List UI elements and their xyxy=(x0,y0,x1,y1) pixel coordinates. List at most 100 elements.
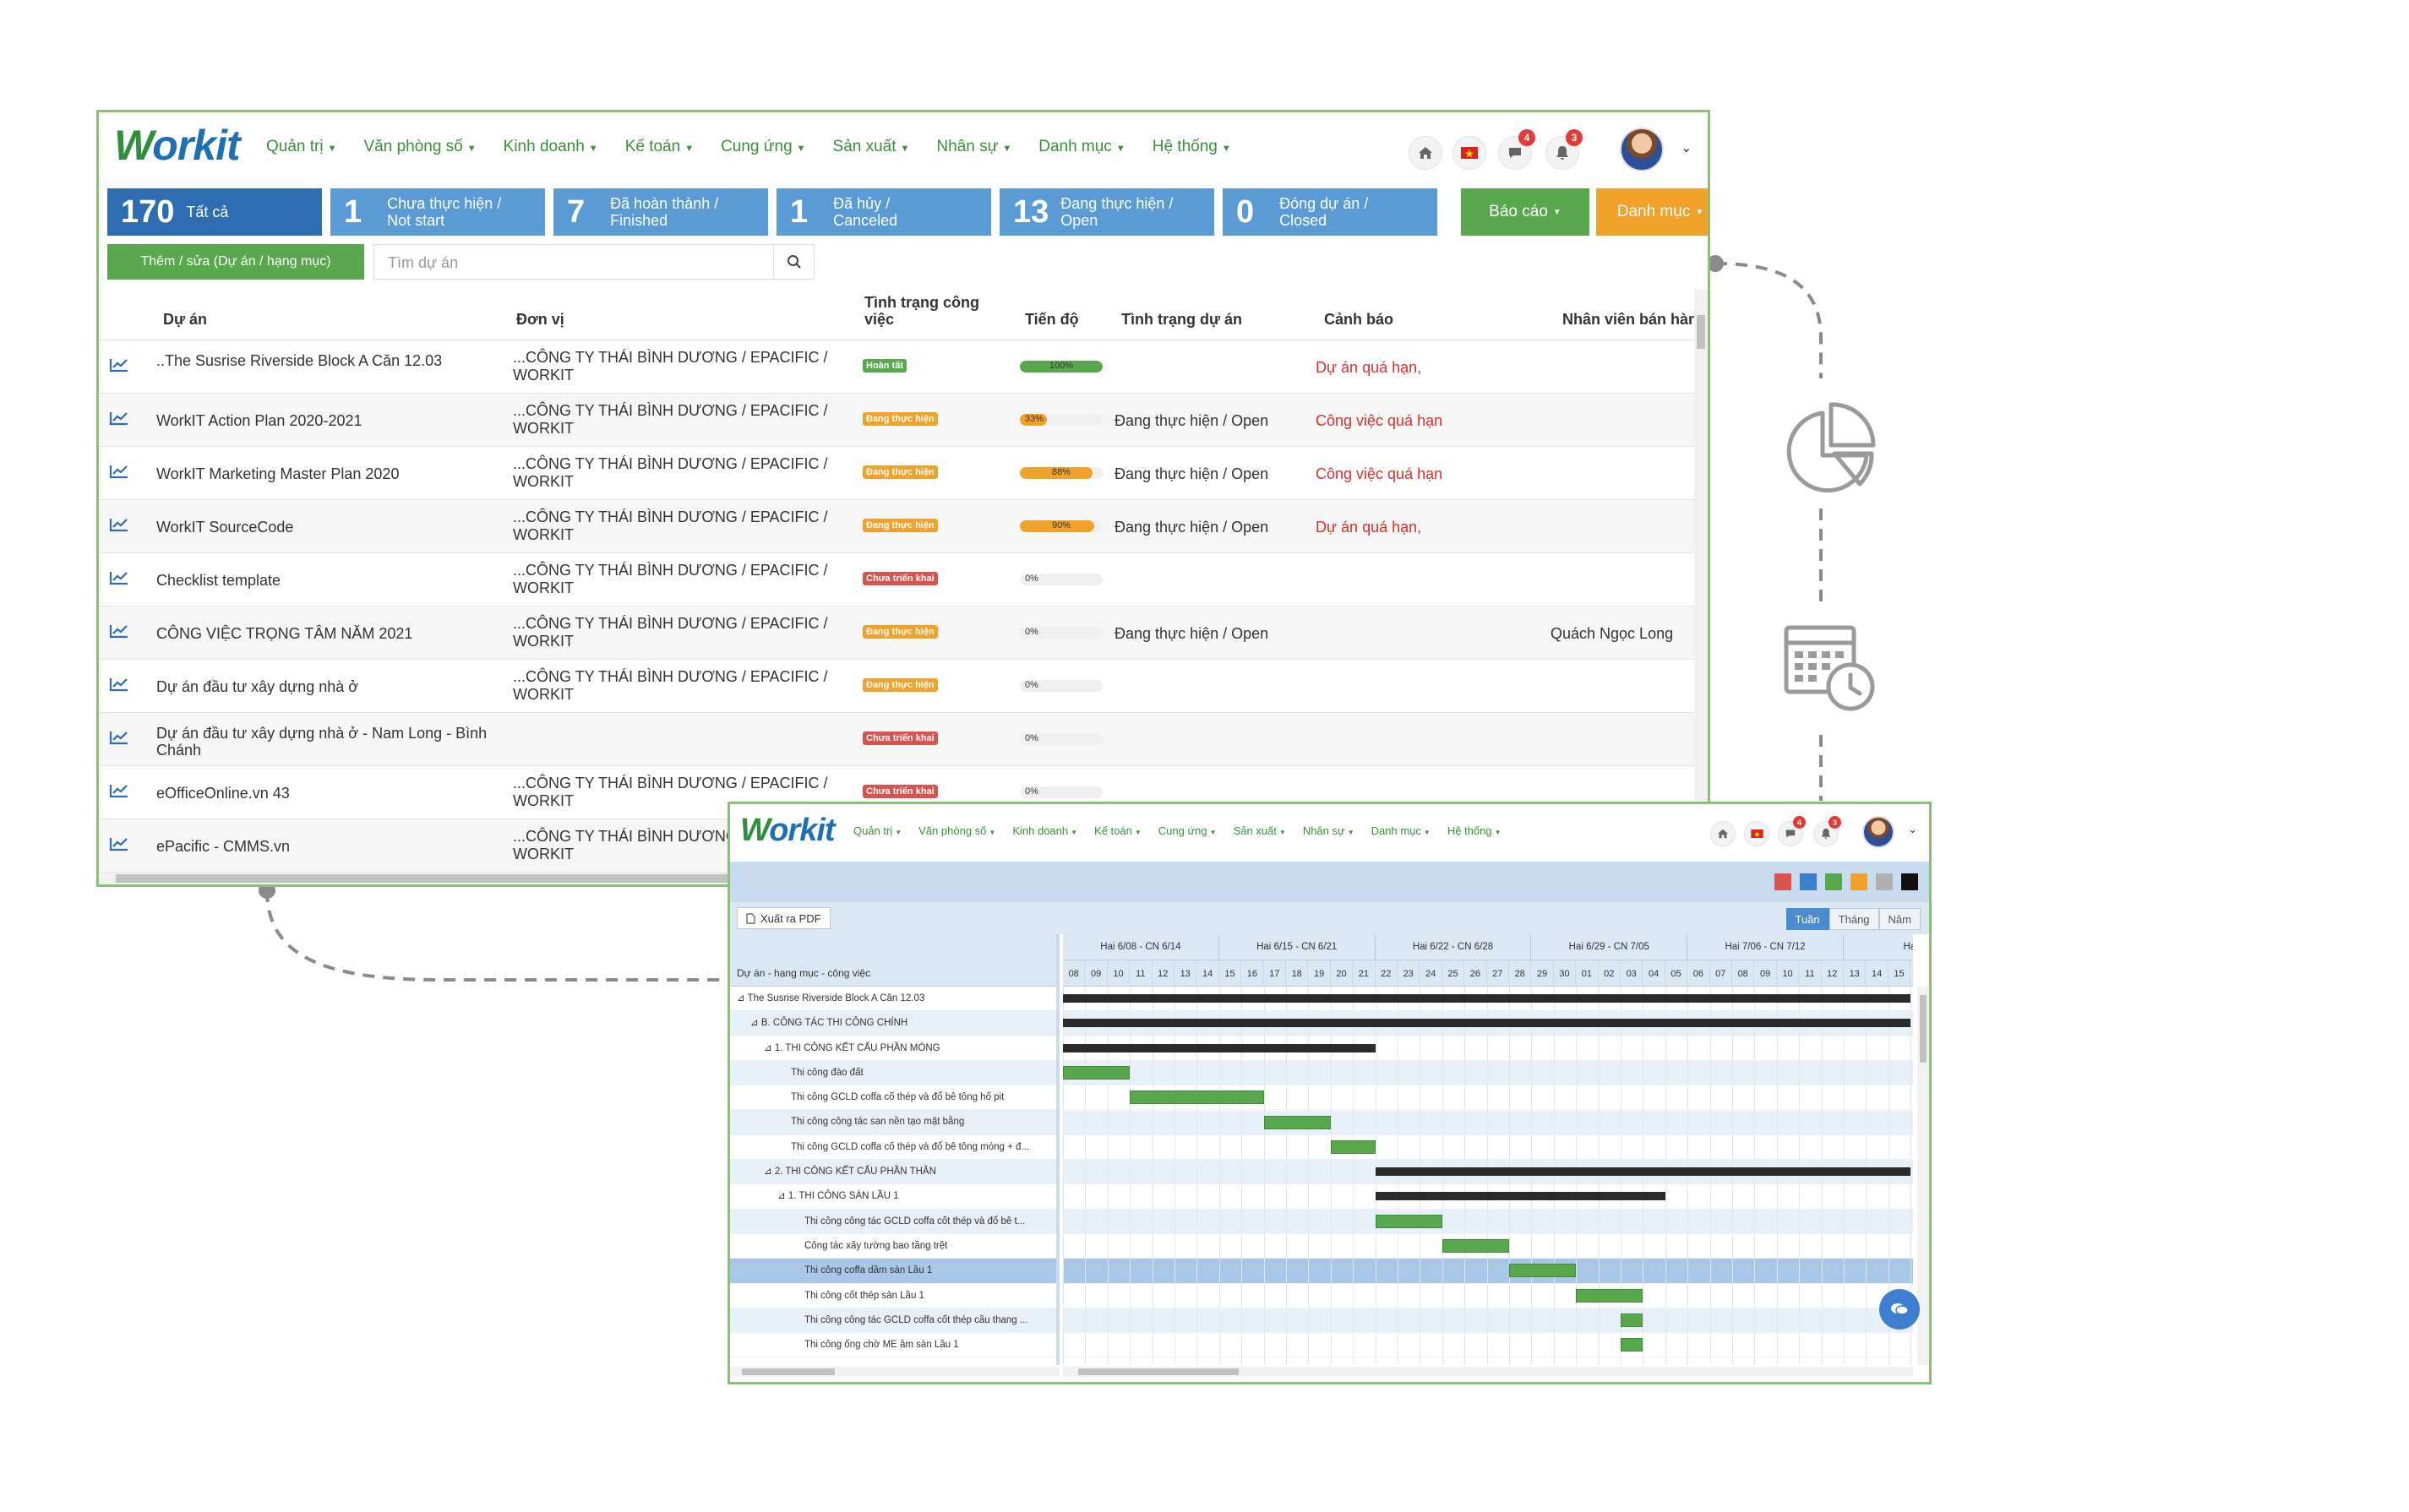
task-tree-row[interactable]: ⊿ 1. THI CÔNG SÀN LẦU 1 xyxy=(730,1184,1056,1210)
col-staff[interactable]: Nhân viên bán hàng xyxy=(1562,311,1708,328)
menu-ke-toan[interactable]: Kế toán▼ xyxy=(1094,824,1142,837)
menu-kinh-doanh[interactable]: Kinh doanh▼ xyxy=(503,138,598,155)
color-swatch-blue[interactable] xyxy=(1800,873,1817,890)
workit-logo[interactable]: Workit xyxy=(114,122,241,169)
task-tree-row[interactable]: Thi công công tác GCLD coffa cốt thép cầ… xyxy=(730,1308,1056,1334)
col-progress[interactable]: Tiến độ xyxy=(1025,311,1079,328)
color-swatch-black[interactable] xyxy=(1901,873,1918,890)
user-avatar[interactable] xyxy=(1620,128,1664,171)
search-icon[interactable] xyxy=(774,244,815,280)
vietnam-flag-icon[interactable] xyxy=(1452,136,1486,170)
task-tree-row[interactable]: Công tác xây tường bao tầng trệt xyxy=(730,1234,1056,1259)
home-icon[interactable] xyxy=(1710,821,1736,846)
project-name[interactable]: Checklist template xyxy=(156,572,281,589)
chat-bubble-icon[interactable] xyxy=(1879,1289,1920,1330)
search-input[interactable]: Tìm dự án xyxy=(373,244,774,280)
vietnam-flag-icon[interactable] xyxy=(1744,821,1769,846)
task-bar[interactable] xyxy=(1375,1214,1442,1228)
view-month-button[interactable]: Tháng xyxy=(1829,908,1879,930)
trend-chart-icon[interactable] xyxy=(109,570,129,585)
menu-van-phong-so[interactable]: Văn phòng số▼ xyxy=(918,824,996,837)
task-tree-row[interactable]: ⊿ B. CÔNG TÁC THI CÔNG CHÍNH xyxy=(730,1011,1056,1036)
task-bar[interactable] xyxy=(1442,1239,1509,1253)
table-row[interactable]: WorkIT SourceCode...CÔNG TY THÁI BÌNH DƯ… xyxy=(99,500,1696,553)
trend-chart-icon[interactable] xyxy=(109,730,129,745)
color-swatch-gray[interactable] xyxy=(1876,873,1893,890)
project-name[interactable]: Dự án đầu tư xây dựng nhà ở xyxy=(156,678,359,695)
trend-chart-icon[interactable] xyxy=(109,623,129,639)
project-name[interactable]: eOfficeOnline.vn 43 xyxy=(156,785,290,802)
trend-chart-icon[interactable] xyxy=(109,411,129,426)
table-row[interactable]: ..The Susrise Riverside Block A Căn 12.0… xyxy=(99,340,1696,394)
trend-chart-icon[interactable] xyxy=(109,464,129,479)
task-tree-row[interactable]: Thi công công tác san nền tạo mặt bằng xyxy=(730,1110,1056,1135)
menu-he-thong[interactable]: Hệ thống▼ xyxy=(1447,824,1502,837)
task-bar[interactable] xyxy=(1263,1115,1331,1129)
project-name[interactable]: ePacific - CMMS.vn xyxy=(156,838,291,855)
report-button[interactable]: Báo cáo▼ xyxy=(1461,188,1589,236)
trend-chart-icon[interactable] xyxy=(109,783,129,798)
task-bar[interactable] xyxy=(1063,1065,1131,1080)
menu-san-xuat[interactable]: Sản xuất▼ xyxy=(1233,824,1286,837)
menu-ke-toan[interactable]: Kế toán▼ xyxy=(624,138,695,155)
chevron-down-icon[interactable]: ⌄ xyxy=(1908,823,1917,835)
timeline-horizontal-scrollbar[interactable] xyxy=(1063,1367,1913,1377)
menu-danh-muc[interactable]: Danh mục▼ xyxy=(1038,138,1125,155)
menu-cung-ung[interactable]: Cung ứng▼ xyxy=(1158,824,1217,837)
task-bar[interactable] xyxy=(1621,1313,1643,1327)
task-tree-row[interactable]: ⊿ 1. THI CÔNG KẾT CẤU PHẦN MÓNG xyxy=(730,1036,1056,1061)
col-project-status[interactable]: Tình trạng dự án xyxy=(1121,311,1243,328)
menu-danh-muc[interactable]: Danh mục▼ xyxy=(1371,824,1431,837)
task-tree-row[interactable]: Thi công coffa dầm sàn Lầu 1 xyxy=(730,1259,1056,1284)
project-name[interactable]: WorkIT Action Plan 2020-2021 xyxy=(156,412,362,429)
summary-bar[interactable] xyxy=(1063,994,1911,1003)
export-pdf-button[interactable]: Xuất ra PDF xyxy=(737,907,831,929)
project-name[interactable]: ..The Susrise Riverside Block A Căn 12.0… xyxy=(156,352,443,369)
color-swatch-red[interactable] xyxy=(1774,873,1791,890)
menu-van-phong-so[interactable]: Văn phòng số▼ xyxy=(363,138,477,155)
tree-horizontal-scrollbar[interactable] xyxy=(730,1367,1060,1377)
user-avatar[interactable] xyxy=(1862,816,1894,848)
summary-bar[interactable] xyxy=(1063,1043,1376,1052)
view-week-button[interactable]: Tuần xyxy=(1785,908,1829,930)
table-row[interactable]: WorkIT Marketing Master Plan 2020...CÔNG… xyxy=(99,447,1696,500)
chat-icon[interactable] xyxy=(1778,821,1803,846)
project-name[interactable]: WorkIT SourceCode xyxy=(156,519,294,536)
table-row[interactable]: Checklist template...CÔNG TY THÁI BÌNH D… xyxy=(99,553,1696,606)
project-name[interactable]: CÔNG VIỆC TRỌNG TÂM NĂM 2021 xyxy=(156,625,413,642)
menu-quan-tri[interactable]: Quản trị▼ xyxy=(853,824,902,837)
task-tree-row[interactable]: Thi công GCLD coffa cố thép và đổ bê tôn… xyxy=(730,1085,1056,1111)
menu-he-thong[interactable]: Hệ thống▼ xyxy=(1152,138,1231,155)
menu-quan-tri[interactable]: Quản trị▼ xyxy=(266,138,337,155)
chevron-down-icon[interactable]: ⌄ xyxy=(1681,141,1692,155)
table-row[interactable]: WorkIT Action Plan 2020-2021...CÔNG TY T… xyxy=(99,394,1696,447)
task-tree-row[interactable]: Thi công đào đất xyxy=(730,1060,1056,1086)
menu-san-xuat[interactable]: Sản xuất▼ xyxy=(832,138,910,155)
task-tree-row[interactable]: Thi công công tác GCLD coffa cốt thép và… xyxy=(730,1209,1056,1234)
summary-bar[interactable] xyxy=(1375,1167,1911,1177)
color-swatch-green[interactable] xyxy=(1825,873,1842,890)
table-row[interactable]: Dự án đầu tư xây dựng nhà ở - Nam Long -… xyxy=(99,713,1696,766)
project-name[interactable]: Dự án đầu tư xây dựng nhà ở - Nam Long -… xyxy=(156,725,488,759)
menu-nhan-su[interactable]: Nhân sự▼ xyxy=(1302,824,1354,837)
task-bar[interactable] xyxy=(1509,1264,1577,1278)
task-tree-row[interactable]: Thi công ống chờ ME âm sàn Lầu 1 xyxy=(730,1333,1056,1358)
chat-icon[interactable] xyxy=(1498,136,1532,170)
task-tree-row[interactable]: Thi công cốt thép sàn Lầu 1 xyxy=(730,1284,1056,1308)
menu-nhan-su[interactable]: Nhân sự▼ xyxy=(936,138,1012,155)
add-edit-project-button[interactable]: Thêm / sửa (Dự án / hạng mục) xyxy=(107,244,364,280)
task-bar[interactable] xyxy=(1576,1288,1643,1303)
trend-chart-icon[interactable] xyxy=(109,836,129,851)
table-row[interactable]: Dự án đầu tư xây dựng nhà ở...CÔNG TY TH… xyxy=(99,660,1696,713)
task-bar[interactable] xyxy=(1130,1090,1264,1105)
trend-chart-icon[interactable] xyxy=(109,357,129,373)
col-warning[interactable]: Cảnh báo xyxy=(1324,311,1394,328)
vertical-scrollbar[interactable] xyxy=(1917,987,1929,1365)
task-bar[interactable] xyxy=(1621,1338,1643,1352)
col-work-status[interactable]: Tình trạng công việc xyxy=(864,294,979,328)
color-swatch-orange[interactable] xyxy=(1850,873,1867,890)
